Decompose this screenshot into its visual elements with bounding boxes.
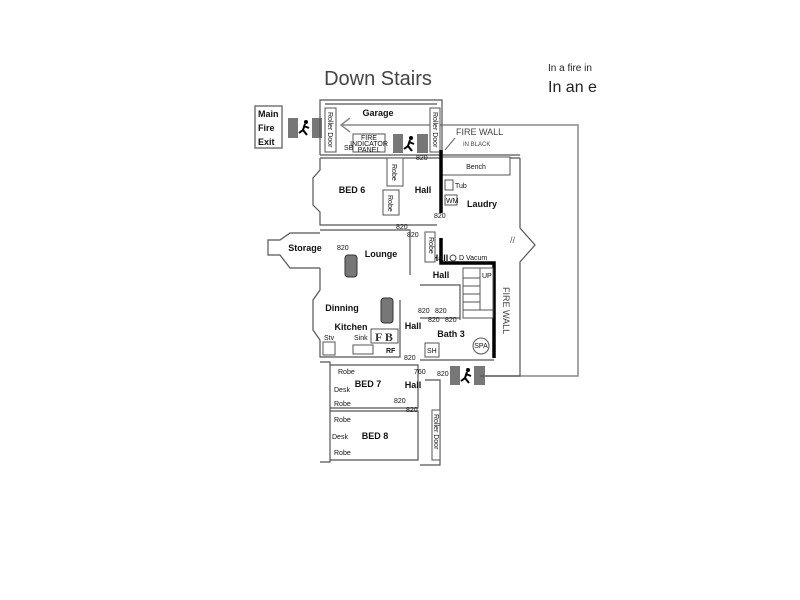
robe-label: Robe [338, 369, 355, 376]
room-bath-3: Bath 3 [437, 329, 465, 339]
wm-label: WM [446, 198, 459, 205]
arrow-left-icon [339, 117, 351, 133]
room-bed-6: BED 6 [339, 185, 366, 195]
note-line-1: In a fire in [548, 63, 592, 74]
shower-label: SH [427, 348, 437, 355]
svg-text:Main: Main [258, 109, 279, 119]
fire-indicator-panel: FIRE INDICATOR PANEL [350, 133, 388, 154]
room-garage: Garage [362, 108, 393, 118]
main-fire-exit-label: Main Fire Exit [254, 105, 283, 149]
robe-label: Robe [427, 237, 434, 254]
exit-sign-icon [288, 118, 322, 138]
robe-label: Robe [334, 401, 351, 408]
svg-text:820: 820 [434, 213, 446, 220]
plan-title: Down Stairs [324, 68, 432, 90]
roller-door-label: Roller Door [326, 112, 333, 148]
desk-label: Desk [332, 434, 348, 441]
spa-label: SPA [474, 343, 488, 350]
sink-label: Sink [354, 335, 368, 342]
room-laundry: Laudry [467, 199, 497, 209]
robe-label: Robe [334, 417, 351, 424]
svg-text:PANEL: PANEL [358, 147, 381, 154]
room-storage: Storage [288, 243, 322, 253]
note-line-2: In an e [548, 79, 597, 96]
svg-text://: // [510, 235, 516, 245]
svg-text:820: 820 [404, 355, 416, 362]
fridge-label: RF [386, 348, 396, 355]
staircase: UP [462, 267, 494, 319]
fire-wall [439, 150, 496, 358]
svg-text:760: 760 [414, 369, 426, 376]
sink-icon [352, 344, 374, 355]
exit-sign-icon [393, 134, 428, 153]
stove-label: Stv [324, 335, 335, 342]
svg-text:820: 820 [394, 398, 406, 405]
tub-label: Tub [455, 183, 467, 190]
svg-text:INDICATOR: INDICATOR [350, 141, 388, 148]
svg-text:820: 820 [407, 232, 419, 239]
sb-label: SB [344, 145, 354, 152]
svg-text:820: 820 [396, 224, 408, 231]
fire-extinguisher-icon [344, 254, 358, 278]
svg-text:820: 820 [437, 371, 449, 378]
svg-text:820: 820 [337, 245, 349, 252]
bench-label: Bench [466, 164, 486, 171]
svg-text:820: 820 [416, 155, 428, 162]
svg-text:820: 820 [428, 317, 440, 324]
exit-sign-icon [450, 366, 485, 385]
fire-wall-note-sub: IN BLACK [463, 142, 490, 148]
room-hall: Hall [405, 321, 422, 331]
robe-label: Robe [386, 195, 393, 212]
svg-text:Fire: Fire [258, 123, 275, 133]
stove-icon [322, 341, 336, 356]
room-kitchen: Kitchen [334, 322, 367, 332]
fire-extinguisher-icon [380, 297, 394, 324]
fire-blanket-label: F B [375, 330, 393, 344]
room-hall: Hall [432, 253, 449, 263]
svg-text:820: 820 [445, 317, 457, 324]
door-labels: 820 820 820 820 820 820 820 820 820 820 … [337, 155, 457, 414]
room-hall: Hall [415, 185, 432, 195]
room-bed-8: BED 8 [362, 431, 389, 441]
room-dinning: Dinning [325, 303, 359, 313]
robe-label: Robe [390, 164, 397, 181]
room-hall: Hall [405, 380, 422, 390]
svg-text:820: 820 [435, 308, 447, 315]
escape-route [342, 124, 579, 377]
fire-wall-label: FIRE WALL [501, 287, 511, 334]
svg-text:Exit: Exit [258, 137, 275, 147]
robe-label: Robe [334, 450, 351, 457]
desk-label: Desk [334, 387, 350, 394]
room-hall: Hall [433, 270, 450, 280]
d-vacum-label: D Vacum [459, 255, 487, 262]
roller-door-label: Roller Door [432, 414, 439, 450]
roller-door-label: Roller Door [431, 112, 438, 148]
svg-text:FIRE: FIRE [361, 135, 377, 142]
room-bed-7: BED 7 [355, 379, 382, 389]
fire-wall-note: FIRE WALL [456, 127, 503, 137]
up-label: UP [482, 273, 492, 280]
svg-text:820: 820 [418, 308, 430, 315]
room-lounge: Lounge [365, 249, 398, 259]
svg-text:820: 820 [406, 407, 418, 414]
